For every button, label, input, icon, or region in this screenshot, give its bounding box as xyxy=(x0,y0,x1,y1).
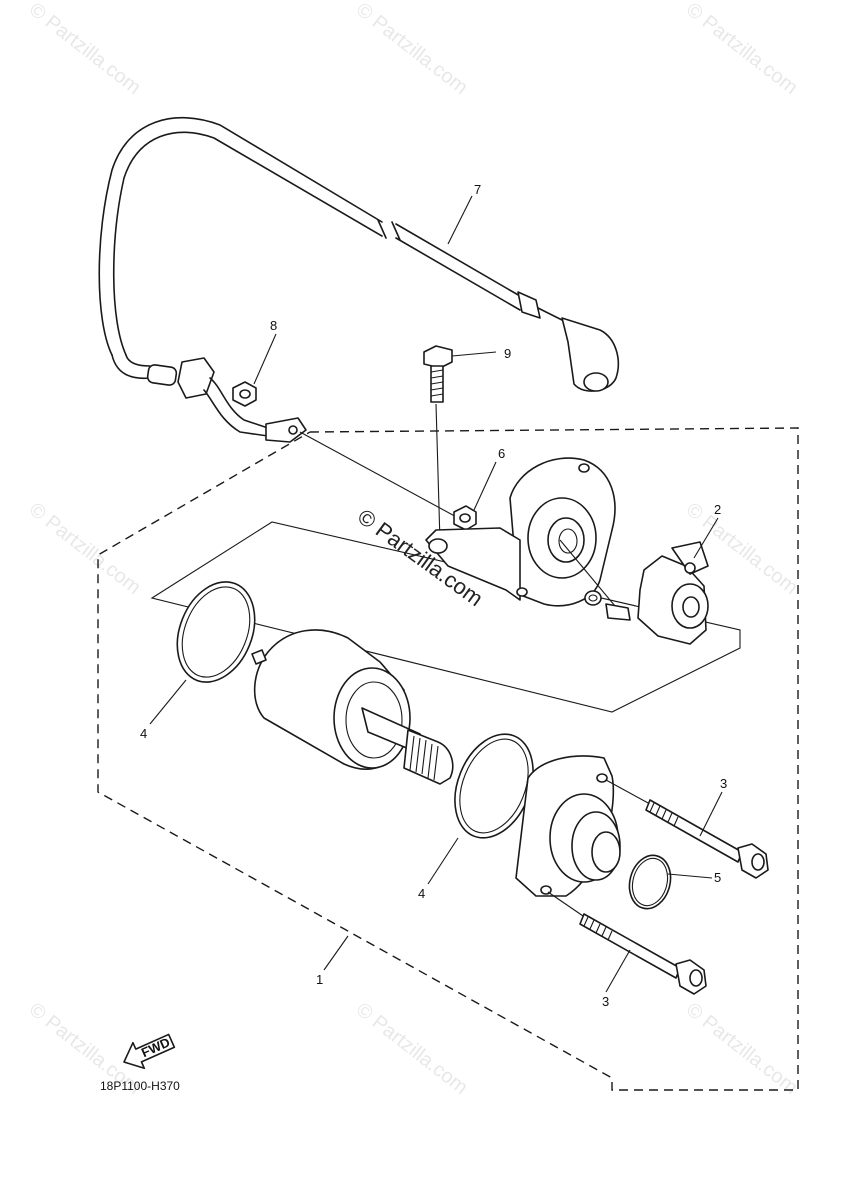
callout-label: 4 xyxy=(140,726,147,741)
callout-label: 5 xyxy=(714,870,721,885)
diagram-code: 18P1100-H370 xyxy=(100,1079,180,1093)
callout-label: 6 xyxy=(498,446,505,461)
o-ring-part-4-lower xyxy=(454,733,534,839)
callout-label: 9 xyxy=(504,346,511,361)
callout-label: 2 xyxy=(714,502,721,517)
assembly-boundary xyxy=(97,427,799,1091)
brush-holder-part-2 xyxy=(605,541,709,645)
watermark: © Partzilla.com xyxy=(682,0,802,99)
watermark: © Partzilla.com xyxy=(352,999,472,1099)
callout-label: 4 xyxy=(418,886,425,901)
brush-plane-outline xyxy=(150,521,741,713)
watermark: © Partzilla.com xyxy=(25,499,145,599)
watermark: © Partzilla.com xyxy=(682,999,802,1099)
callout-label: 3 xyxy=(720,776,727,791)
rear-cover xyxy=(515,755,621,897)
callout-label: 1 xyxy=(316,972,323,987)
callout-label: 7 xyxy=(474,182,481,197)
callout-numbers: 7 8 9 6 2 4 4 3 5 3 1 xyxy=(140,182,727,1009)
front-cover-bracket xyxy=(425,457,616,607)
circlip xyxy=(584,590,602,606)
starter-cable xyxy=(98,117,620,443)
watermark: © Partzilla.com xyxy=(352,0,472,99)
leader-lines xyxy=(149,195,723,993)
long-bolt-part-3-lower xyxy=(547,891,707,995)
bolt-part-9 xyxy=(423,345,453,403)
guide-line xyxy=(435,403,441,543)
watermark: © Partzilla.com xyxy=(25,0,145,99)
long-bolt-part-3-upper xyxy=(605,779,769,879)
callout-label: 8 xyxy=(270,318,277,333)
o-ring-part-5 xyxy=(628,854,672,910)
guide-line xyxy=(299,431,463,521)
nut-part-8 xyxy=(232,381,257,407)
o-ring-part-4-upper xyxy=(176,581,256,683)
armature-yoke xyxy=(251,629,454,785)
callout-label: 3 xyxy=(602,994,609,1009)
guide-line xyxy=(559,539,621,613)
nut-part-6 xyxy=(453,505,477,531)
